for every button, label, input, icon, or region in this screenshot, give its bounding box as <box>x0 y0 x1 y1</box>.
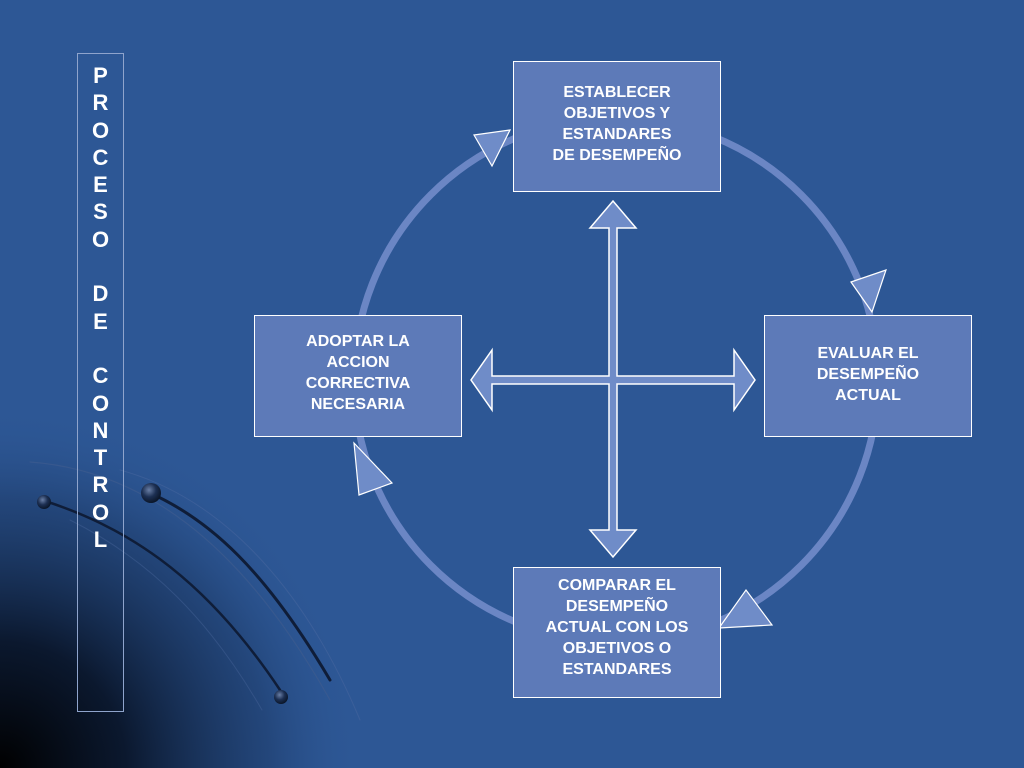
step-box-establish-objectives: ESTABLECER OBJETIVOS Y ESTANDARES DE DES… <box>513 61 721 192</box>
decorative-orb <box>37 495 51 509</box>
decorative-swoosh <box>29 461 361 721</box>
cycle-arrowhead-icon <box>717 588 774 629</box>
decorative-orb <box>274 690 288 704</box>
cycle-arrowhead-icon <box>850 269 887 314</box>
step-label-establish-objectives: ESTABLECER OBJETIVOS Y ESTANDARES DE DES… <box>552 84 682 164</box>
step-label-compare-performance: COMPARAR EL DESEMPEÑO ACTUAL CON LOS OBJ… <box>545 577 689 678</box>
cycle-arrowheads <box>353 129 887 629</box>
step-box-evaluate-performance: EVALUAR EL DESEMPEÑO ACTUAL <box>764 315 972 437</box>
cycle-arrowhead-icon <box>473 129 512 168</box>
step-box-corrective-action: ADOPTAR LA ACCION CORRECTIVA NECESARIA <box>254 315 462 437</box>
step-label-evaluate-performance: EVALUAR EL DESEMPEÑO ACTUAL <box>816 345 920 404</box>
double-headed-cross-arrow-icon <box>470 199 756 559</box>
step-box-compare-performance: COMPARAR EL DESEMPEÑO ACTUAL CON LOS OBJ… <box>513 567 721 698</box>
decorative-orb <box>141 483 161 503</box>
cycle-arrowhead-icon <box>353 441 394 496</box>
vertical-title: P R O C E S O D E C O N T R O L <box>91 63 110 553</box>
step-label-corrective-action: ADOPTAR LA ACCION CORRECTIVA NECESARIA <box>305 333 411 413</box>
vertical-title-frame: P R O C E S O D E C O N T R O L <box>77 53 124 712</box>
